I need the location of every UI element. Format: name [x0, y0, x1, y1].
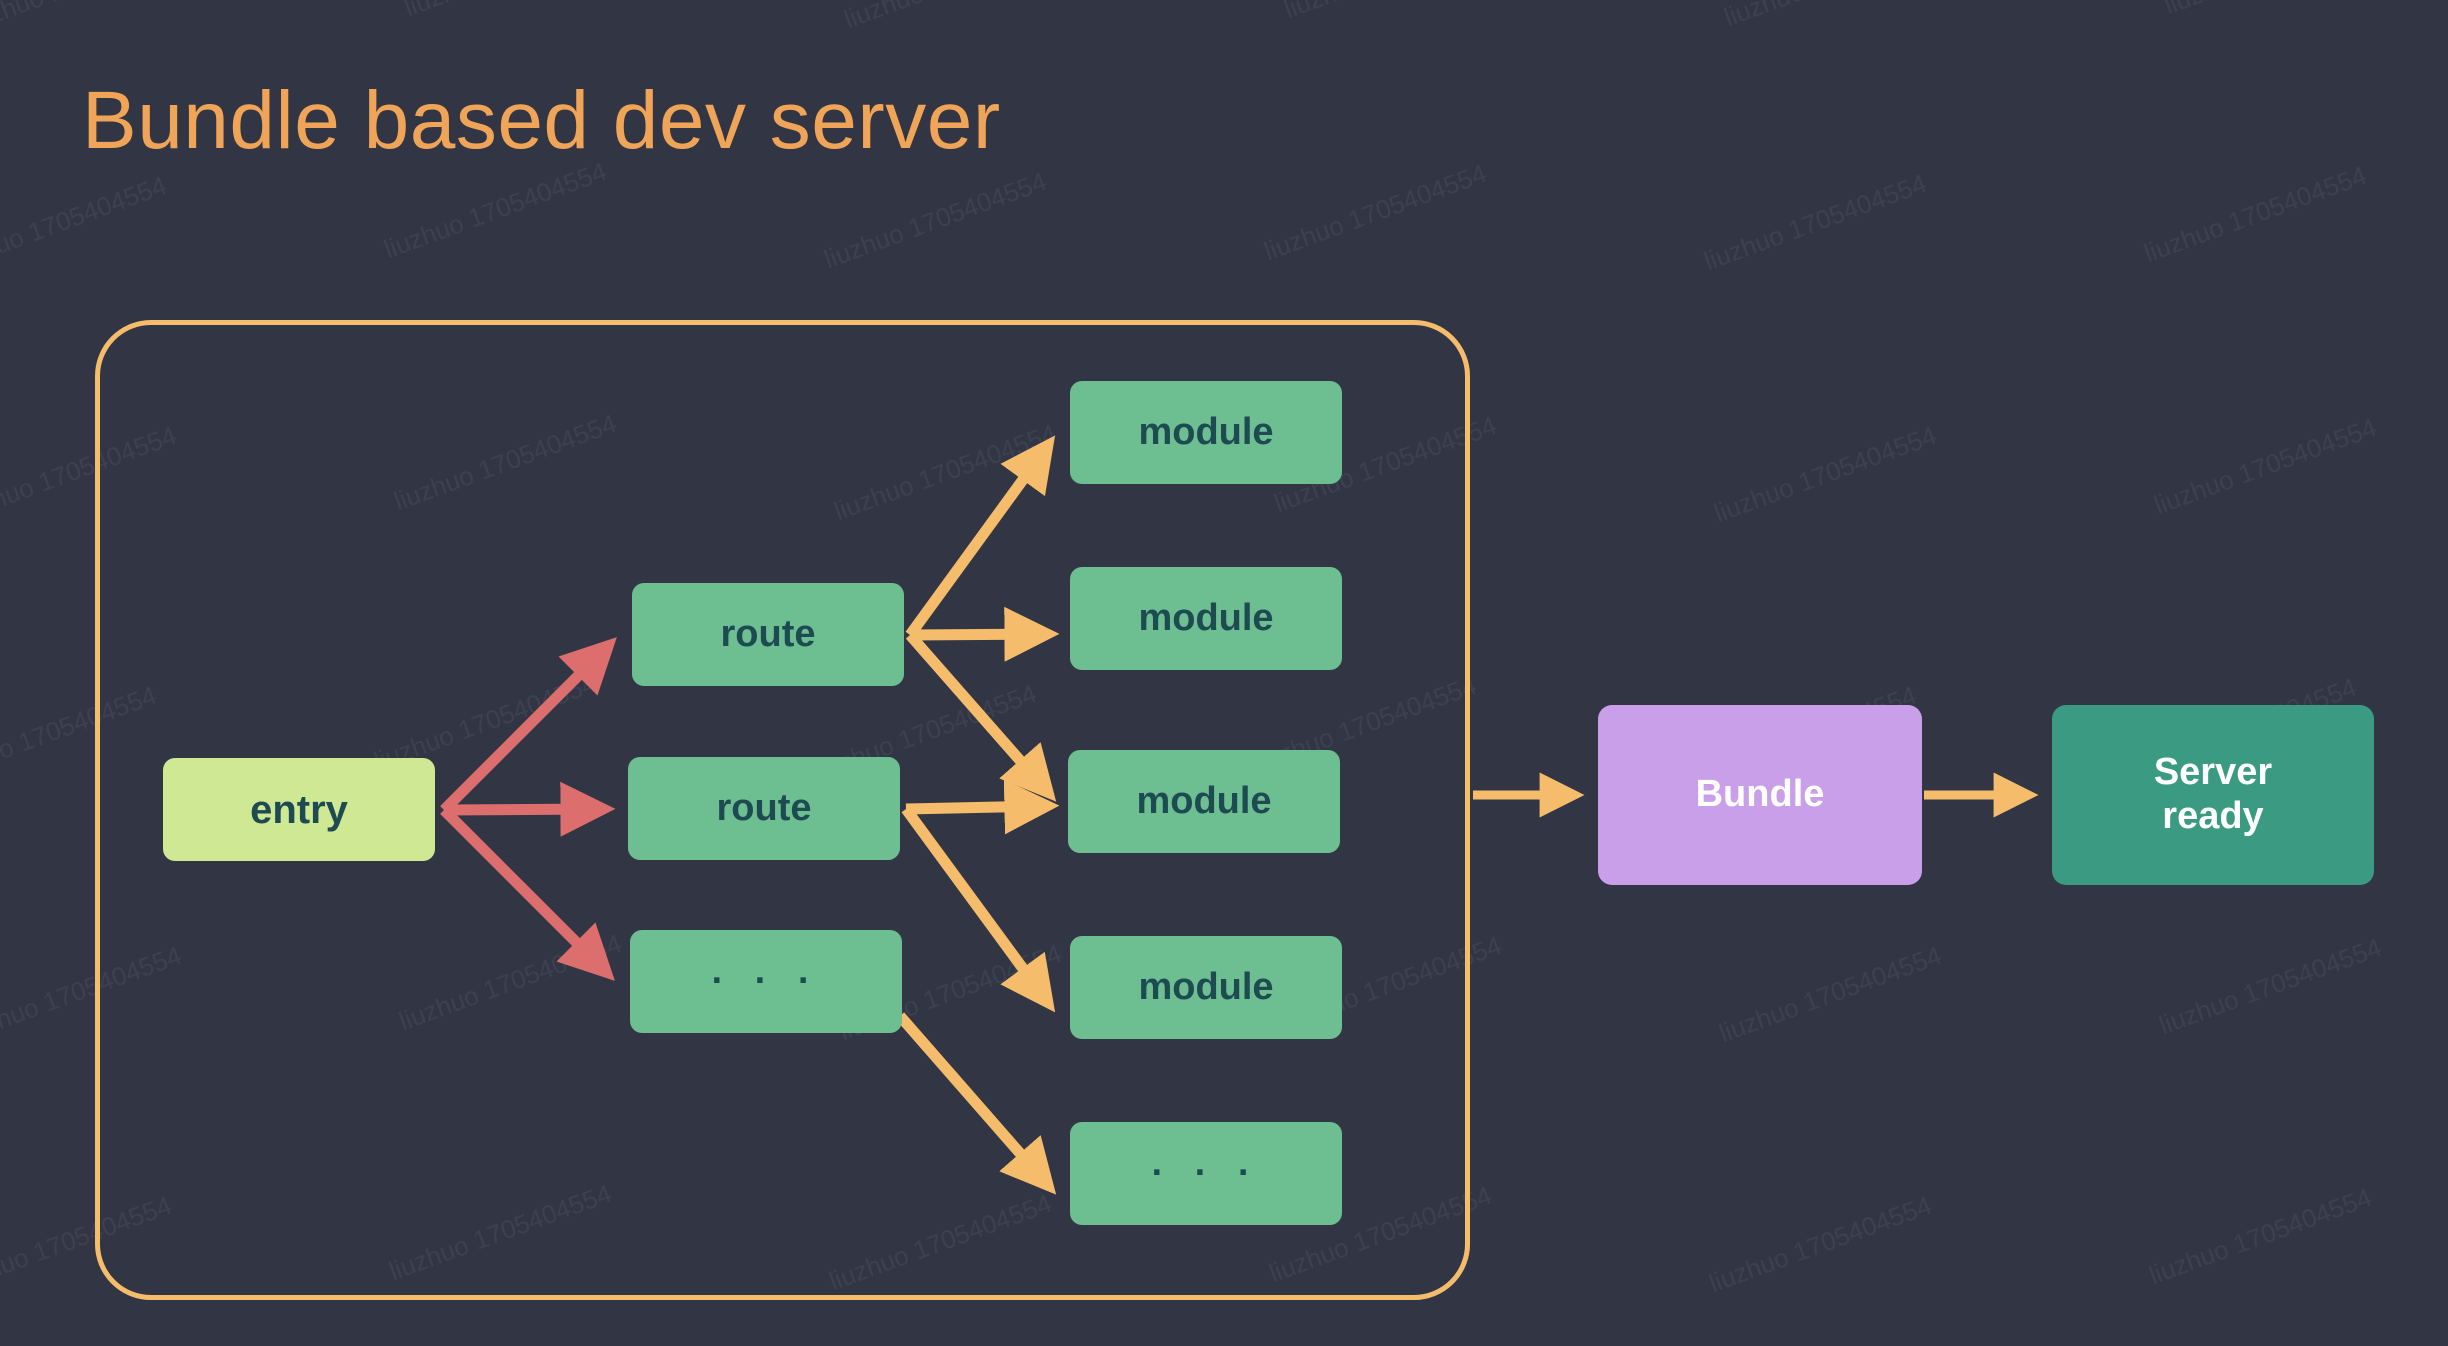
watermark-text: liuzhuo 1705404554	[1710, 419, 1941, 529]
node-server-ready-label: Server ready	[2154, 751, 2272, 838]
watermark-text: liuzhuo 1705404554	[2155, 931, 2386, 1041]
node-module-3-label: module	[1136, 779, 1272, 822]
node-route-2[interactable]: route	[628, 757, 900, 860]
watermark-text: liuzhuo 1705404554	[1720, 0, 1951, 33]
watermark-text: liuzhuo 1705404554	[2150, 411, 2381, 521]
watermark-text: liuzhuo 1705404554	[2160, 0, 2391, 21]
node-route-1[interactable]: route	[632, 583, 904, 686]
bundle-scope-container	[95, 320, 1470, 1300]
node-server-ready-line2: ready	[2162, 795, 2264, 837]
node-bundle-label: Bundle	[1695, 773, 1825, 816]
node-module-1[interactable]: module	[1070, 381, 1342, 484]
node-bundle[interactable]: Bundle	[1598, 705, 1922, 885]
node-route-2-label: route	[716, 786, 812, 829]
watermark-text: liuzhuo 1705404554	[840, 0, 1071, 35]
watermark-text: liuzhuo 1705404554	[1705, 1189, 1936, 1299]
watermark-text: liuzhuo 1705404554	[2145, 1181, 2376, 1291]
watermark-text: liuzhuo 1705404554	[2140, 159, 2371, 269]
node-module-4[interactable]: module	[1070, 936, 1342, 1039]
node-route-ellipsis-label: · · ·	[711, 959, 821, 1002]
node-server-ready[interactable]: Server ready	[2052, 705, 2374, 885]
node-module-2-label: module	[1138, 596, 1274, 639]
node-module-ellipsis-label: · · ·	[1151, 1151, 1261, 1194]
watermark-text: liuzhuo 1705404554	[0, 0, 191, 39]
watermark-text: liuzhuo 1705404554	[400, 0, 631, 23]
node-entry[interactable]: entry	[163, 758, 435, 861]
page-title: Bundle based dev server	[82, 75, 1001, 166]
node-module-2[interactable]: module	[1070, 567, 1342, 670]
watermark-text: liuzhuo 1705404554	[1700, 167, 1931, 277]
watermark-text: liuzhuo 1705404554	[820, 165, 1051, 275]
watermark-text: liuzhuo 1705404554	[1280, 0, 1511, 25]
watermark-text: liuzhuo 1705404554	[1715, 939, 1946, 1049]
node-server-ready-line1: Server	[2153, 751, 2273, 794]
node-module-1-label: module	[1138, 410, 1274, 453]
node-entry-label: entry	[250, 787, 348, 832]
node-module-4-label: module	[1138, 965, 1274, 1008]
node-route-1-label: route	[720, 612, 816, 655]
node-route-ellipsis[interactable]: · · ·	[630, 930, 902, 1033]
watermark-text: liuzhuo 1705404554	[380, 155, 611, 265]
node-module-ellipsis[interactable]: · · ·	[1070, 1122, 1342, 1225]
watermark-text: liuzhuo 1705404554	[1260, 157, 1491, 267]
watermark-text: liuzhuo 1705404554	[0, 169, 171, 279]
node-module-3[interactable]: module	[1068, 750, 1340, 853]
